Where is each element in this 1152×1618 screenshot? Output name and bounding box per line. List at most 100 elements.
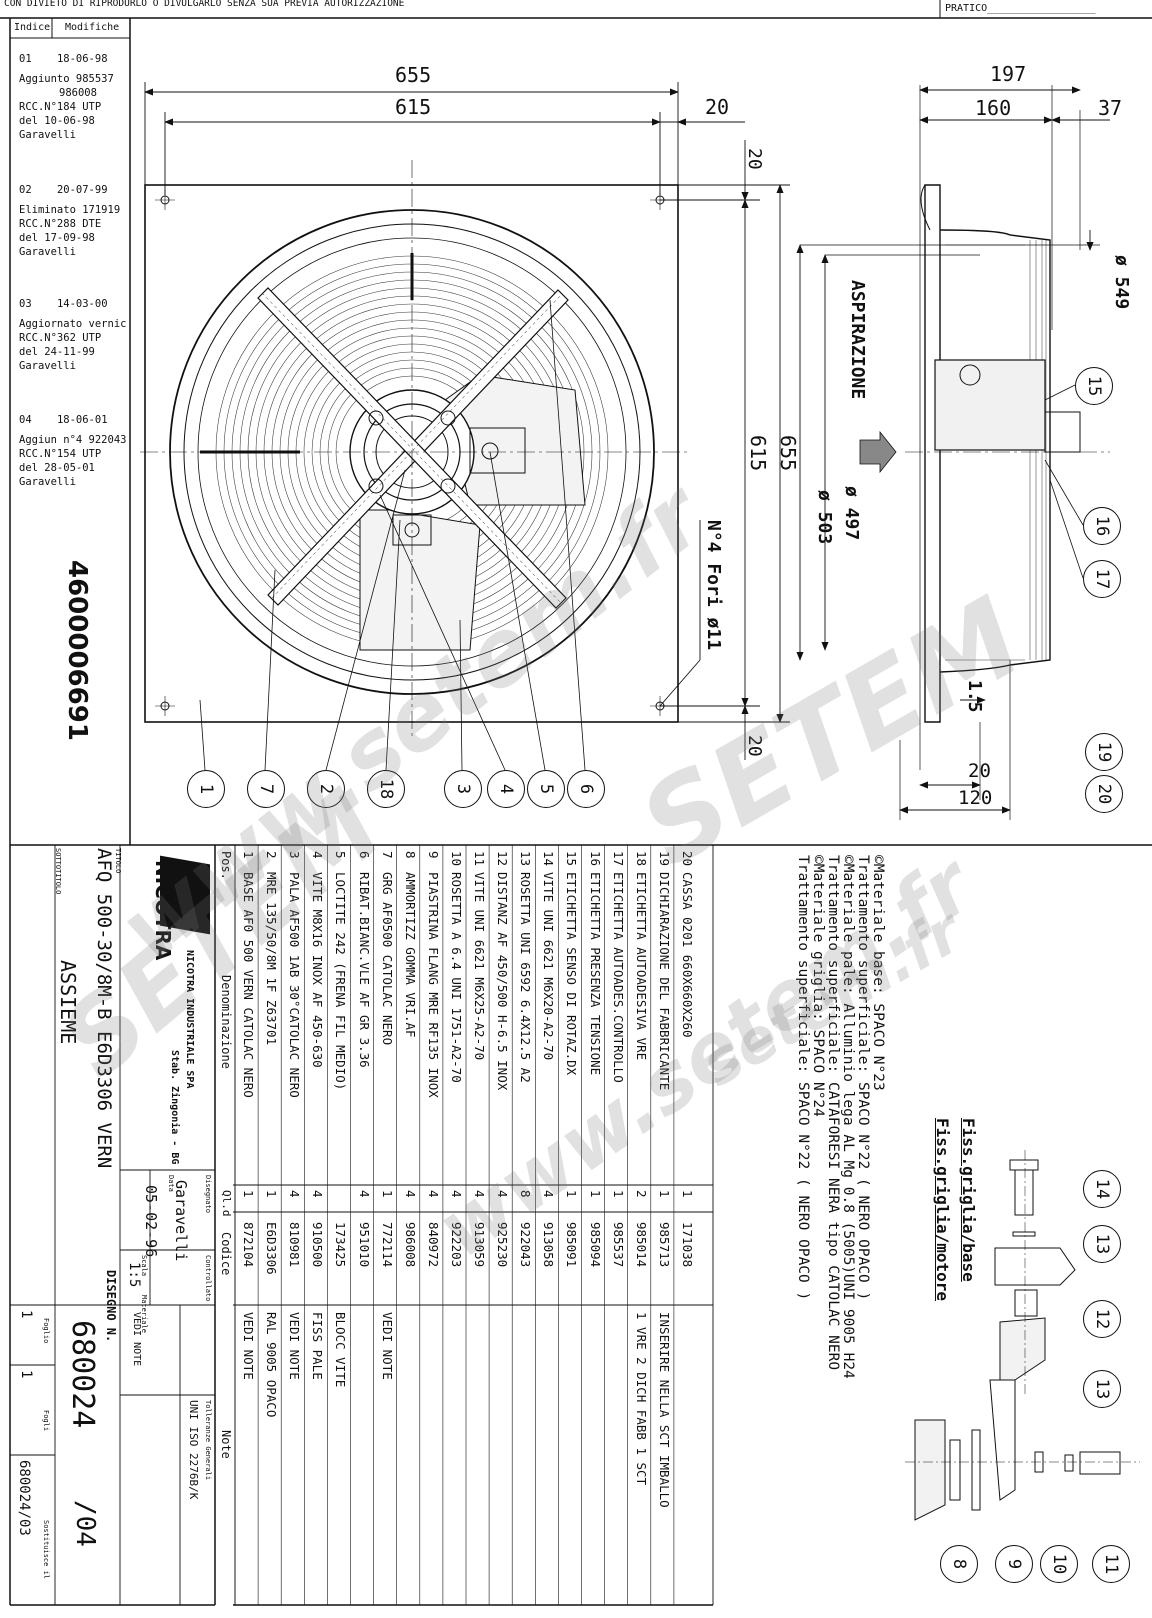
bom-cell-qty: 1: [564, 1190, 580, 1198]
side-view: [796, 85, 1110, 820]
dim-37: 37: [1098, 96, 1123, 120]
bom-cell-code: 872104: [241, 1222, 256, 1268]
bom-cell-pos: 16: [587, 851, 603, 867]
balloon-6: 6: [567, 770, 605, 808]
detail-hardware: [905, 1150, 1140, 1521]
balloon-7: 7: [247, 770, 285, 808]
bom-cell-pos: 13: [518, 851, 534, 867]
material-line: ©Materiale griglia: SPACO N°24: [810, 855, 826, 1117]
balloon-13-b: 13: [1083, 1370, 1121, 1408]
balloon-18: 18: [367, 770, 405, 808]
bom-cell-denom: BASE AF0 500 VERN CATOLAC NERO: [241, 872, 256, 1098]
bom-header-qty: Ql.d: [220, 1190, 233, 1217]
aspirazione-label: ASPIRAZIONE: [847, 280, 868, 400]
sheets-label: Fogli: [42, 1410, 50, 1432]
bom-cell-note: INSERIRE NELLA SCT IMBALLO: [656, 1312, 672, 1508]
bom-cell-code: 986008: [402, 1222, 418, 1268]
bom-cell-pos: 19: [656, 851, 672, 867]
bom-header-pos: Pos.: [219, 851, 233, 880]
bom-grid: [10, 845, 714, 1606]
bom-cell-qty: 4: [356, 1190, 372, 1198]
bom-cell-code: E6D3306: [264, 1222, 280, 1275]
tolerances-value: UNI ISO 2276B/K: [187, 1400, 200, 1500]
bom-cell-denom: RIBAT.BIANC.VLE AF GR 3.36: [356, 872, 372, 1068]
balloon-3: 3: [444, 770, 482, 808]
date-label: Data: [167, 1175, 175, 1192]
front-view: [140, 160, 690, 740]
bom-cell-code: 171038: [679, 1222, 695, 1268]
title-label: TITOLO: [114, 848, 122, 874]
designer-label: Disegnato: [204, 1175, 212, 1213]
bom-cell-note: BLOCC VITE: [333, 1312, 349, 1388]
bom-cell-qty: 1: [679, 1190, 695, 1198]
dim-120: 120: [958, 787, 993, 809]
replaces-label: Sostituisce il: [42, 1520, 50, 1580]
bom-cell-code: 985537: [610, 1222, 626, 1268]
bom-header-code: Codice: [219, 1232, 233, 1276]
bom-cell-denom: PIASTRINA FLANG MRE RF135 INOX: [425, 872, 441, 1098]
sheet-label: Foglio: [42, 1318, 50, 1344]
revision-03: 03 14-03-00 Aggiornato vernic RCC.N°362 …: [19, 298, 127, 372]
dim-655-top: 655: [395, 63, 432, 87]
pratico-label: PRATICO__________________: [945, 3, 1096, 14]
bom-cell-qty: 1: [656, 1190, 672, 1198]
drawing-title: AFQ 500-30/8M-B E6D3306 VERN: [93, 848, 115, 1169]
bom-cell-denom: ETICHETTA AUTOADESIVA VRE: [633, 872, 649, 1061]
part-number: 4600006691: [62, 560, 92, 741]
replaces-value: 680024/03: [16, 1460, 32, 1536]
bom-cell-code: 985713: [656, 1222, 672, 1268]
balloon-10: 10: [1040, 1545, 1078, 1583]
bom-cell-qty: 4: [495, 1190, 511, 1198]
bom-cell-denom: DISTANZ AF 450/500 H-6.5 INOX: [495, 872, 511, 1091]
bom-cell-pos: 8: [402, 851, 418, 859]
balloon-15: 15: [1075, 367, 1113, 405]
bom-cell-note: VEDI NOTE: [287, 1312, 303, 1380]
sheet-number: 1: [18, 1310, 34, 1319]
bom-cell-pos: 7: [379, 851, 395, 859]
balloon-14: 14: [1083, 1170, 1121, 1208]
bom-cell-pos: 2: [264, 851, 280, 859]
bom-cell-denom: ROSETTA A 6.4 UNI 1751-A2-70: [448, 872, 464, 1083]
bom-cell-denom: ETICHETTA AUTOADES.CONTROLLO: [610, 872, 626, 1083]
sheets-count: 1: [18, 1370, 34, 1379]
rev-col-changes: Modifiche: [65, 22, 120, 33]
bom-cell-qty: 8: [518, 1190, 534, 1198]
bom-cell-denom: VITE M8X16 INOX AF 450-630: [310, 872, 326, 1068]
plant-name: Stab. Zingonia - BG: [169, 1050, 180, 1165]
bom-cell-denom: ETICHETTA SENSO DI ROTAZ.DX: [564, 872, 580, 1076]
bom-cell-qty: 1: [379, 1190, 395, 1198]
balloon-5: 5: [527, 770, 565, 808]
bom-cell-qty: 4: [310, 1190, 326, 1198]
bom-cell-denom: PALA AF500 1AB 30°CATOLAC NERO: [287, 872, 303, 1098]
dim-655-side: 655: [776, 435, 800, 472]
holes-note: N°4 Fori ø11: [703, 520, 724, 651]
balloon-11: 11: [1092, 1545, 1130, 1583]
material-line: Trattamento superficiale: CATAFORESI NER…: [825, 855, 841, 1371]
bom-cell-code: 173425: [333, 1222, 349, 1268]
dim-615-top: 615: [395, 95, 432, 119]
drawing-number: 680024: [65, 1320, 100, 1429]
dim-phi497: ø 497: [841, 486, 862, 541]
bom-cell-pos: 6: [356, 851, 372, 859]
detail-label-motor: Fiss.griglia/motore: [933, 1118, 952, 1302]
rev-col-index: Indice: [14, 22, 51, 33]
drawing-scale: 1:5: [126, 1262, 142, 1288]
material-notes: ©Materiale base: SPACO N°23 Trattamento …: [795, 855, 886, 1379]
bom-cell-qty: 4: [425, 1190, 441, 1198]
bom-cell-qty: 4: [472, 1190, 487, 1198]
bom-cell-qty: 4: [402, 1190, 418, 1198]
dim-615-side: 615: [746, 435, 770, 472]
bom-cell-qty: 4: [448, 1190, 464, 1198]
bom-header-denom: Denominazione: [219, 975, 233, 1069]
bom-cell-pos: 1: [241, 851, 256, 859]
bom-cell-denom: DICHIARAZIONE DEL FABBRICANTE: [656, 872, 672, 1091]
bom-cell-pos: 17: [610, 851, 626, 867]
bom-cell-denom: VITE UNI 6621 M6X20-A2-70: [541, 872, 557, 1061]
bom-cell-note: VEDI NOTE: [241, 1312, 256, 1380]
drawing-date: 05-02-96: [142, 1185, 160, 1258]
balloon-17: 17: [1083, 560, 1121, 598]
bom-cell-code: 810981: [287, 1222, 303, 1268]
drawing-revision: /04: [70, 1500, 100, 1547]
bom-cell-qty: 2: [633, 1190, 649, 1198]
